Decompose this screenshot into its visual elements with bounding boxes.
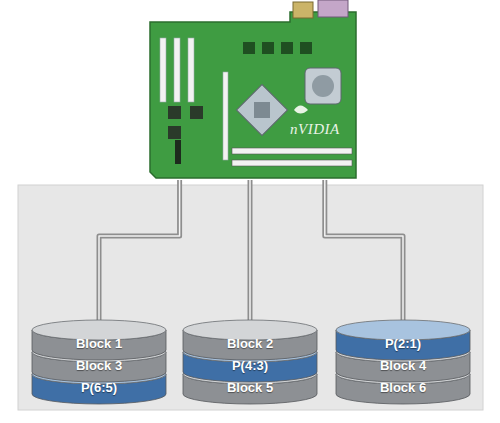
port bbox=[293, 2, 313, 18]
chip bbox=[281, 42, 293, 54]
platter bbox=[336, 320, 470, 360]
ram-slot bbox=[232, 148, 352, 154]
block-label: P(4:3) bbox=[183, 358, 317, 374]
pci-slot bbox=[188, 38, 194, 102]
cable-outer bbox=[99, 180, 180, 322]
cable bbox=[250, 180, 251, 322]
chip bbox=[300, 42, 312, 54]
block-label: Block 5 bbox=[183, 380, 317, 396]
cpu-socket bbox=[305, 68, 341, 104]
chip bbox=[168, 126, 181, 139]
disk-stack: Block 2 P(4:3) Block 5 bbox=[183, 318, 317, 408]
motherboard-illustration bbox=[150, 0, 356, 178]
connector bbox=[175, 140, 181, 164]
chip bbox=[243, 42, 255, 54]
block-label: Block 6 bbox=[336, 380, 470, 396]
cable-highlight bbox=[325, 180, 403, 322]
brand-logo: nVIDIA bbox=[290, 121, 340, 137]
motherboard: nVIDIA bbox=[140, 0, 360, 180]
disk-stack: P(2:1) Block 4 Block 6 bbox=[336, 318, 470, 408]
platter bbox=[32, 320, 166, 360]
block-label: Block 1 bbox=[32, 336, 166, 352]
port bbox=[318, 0, 348, 17]
cable bbox=[325, 180, 403, 322]
cable-highlight bbox=[249, 180, 251, 322]
chip bbox=[262, 42, 274, 54]
chip bbox=[168, 106, 181, 119]
platter bbox=[183, 320, 317, 360]
block-label: Block 4 bbox=[336, 358, 470, 374]
disk-stack: Block 1 Block 3 P(6:5) bbox=[32, 318, 166, 408]
logo-eye bbox=[294, 106, 308, 114]
block-label: Block 2 bbox=[183, 336, 317, 352]
cable-outer bbox=[248, 180, 253, 322]
block-label: Block 3 bbox=[32, 358, 166, 374]
circuit-board bbox=[150, 12, 356, 178]
block-label: P(6:5) bbox=[32, 380, 166, 396]
cpu-fan bbox=[312, 75, 334, 97]
block-label: P(2:1) bbox=[336, 336, 470, 352]
cable-outer bbox=[325, 180, 403, 322]
chip bbox=[190, 106, 203, 119]
chipset-core bbox=[254, 102, 270, 118]
chipset-heatsink bbox=[237, 85, 288, 136]
cable bbox=[99, 180, 180, 322]
ram-slot bbox=[232, 160, 352, 166]
pci-slot bbox=[160, 38, 166, 102]
cable-highlight bbox=[99, 180, 180, 322]
pci-slot bbox=[174, 38, 180, 102]
agp-slot bbox=[223, 72, 228, 160]
